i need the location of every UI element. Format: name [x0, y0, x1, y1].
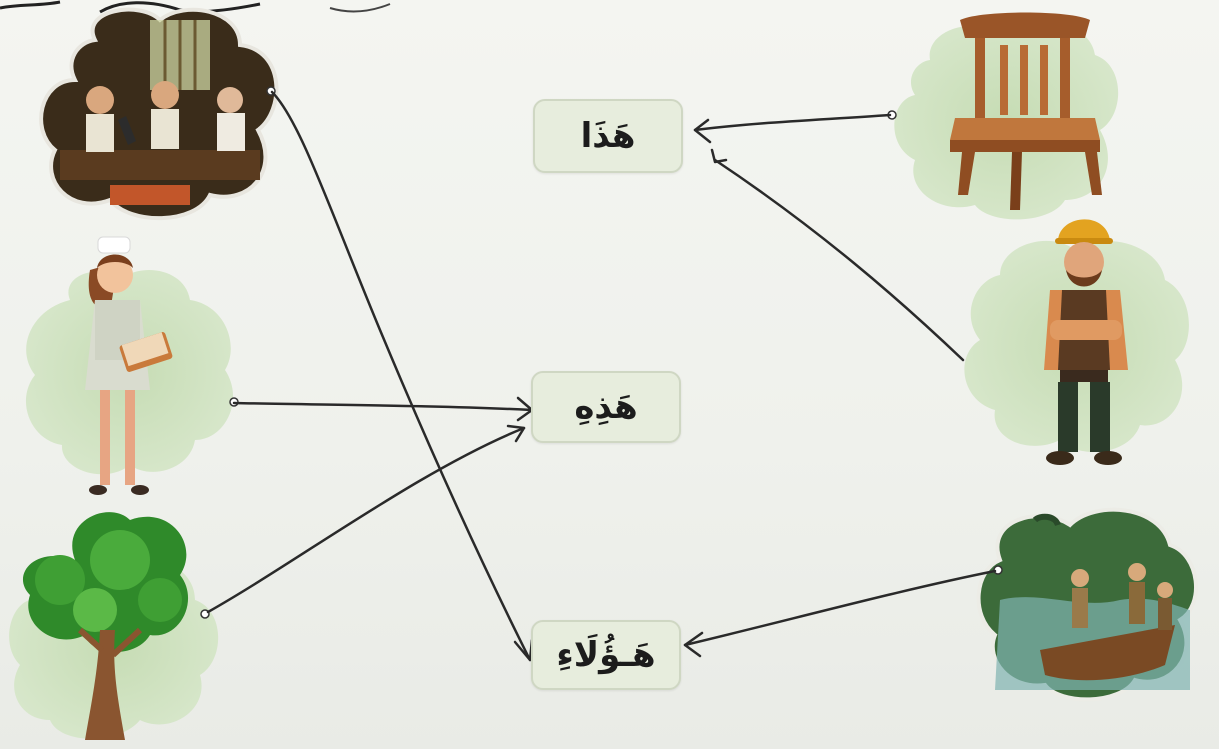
- chair-picture[interactable]: [894, 12, 1119, 220]
- word-box-haulai[interactable]: هَـؤُلَاءِ: [531, 620, 681, 690]
- arrowhead-tree-to-hadhihi: [506, 424, 526, 443]
- arrowhead-scientists-to-haulai: [513, 638, 534, 662]
- scientists-lab-picture[interactable]: [39, 7, 279, 221]
- answer-lines: [206, 90, 997, 662]
- line-explorers-to-haulai: [683, 569, 997, 647]
- line-scientists-to-haulai: [270, 90, 532, 662]
- word-haulai: هَـؤُلَاءِ: [556, 635, 656, 675]
- construction-worker-picture[interactable]: [964, 219, 1189, 465]
- line-chair-to-hadha: [693, 113, 892, 132]
- word-hadha: هَذَا: [580, 116, 636, 156]
- tree-picture[interactable]: [9, 512, 219, 740]
- arrowhead-chair-to-hadha: [693, 118, 712, 144]
- word-box-hadhihi[interactable]: هَذِهِ: [531, 371, 681, 443]
- line-nurse-to-hadhihi: [232, 401, 534, 412]
- arrowhead-worker-to-hadha: [710, 148, 728, 164]
- explorers-boat-picture[interactable]: [976, 507, 1198, 702]
- word-hadhihi: هَذِهِ: [574, 387, 638, 427]
- word-box-hadha[interactable]: هَذَا: [533, 99, 683, 173]
- nurse-picture[interactable]: [25, 236, 234, 495]
- line-tree-to-hadhihi: [206, 426, 526, 614]
- line-worker-to-hadha: [713, 158, 965, 362]
- arrowhead-explorers-to-haulai: [683, 631, 704, 658]
